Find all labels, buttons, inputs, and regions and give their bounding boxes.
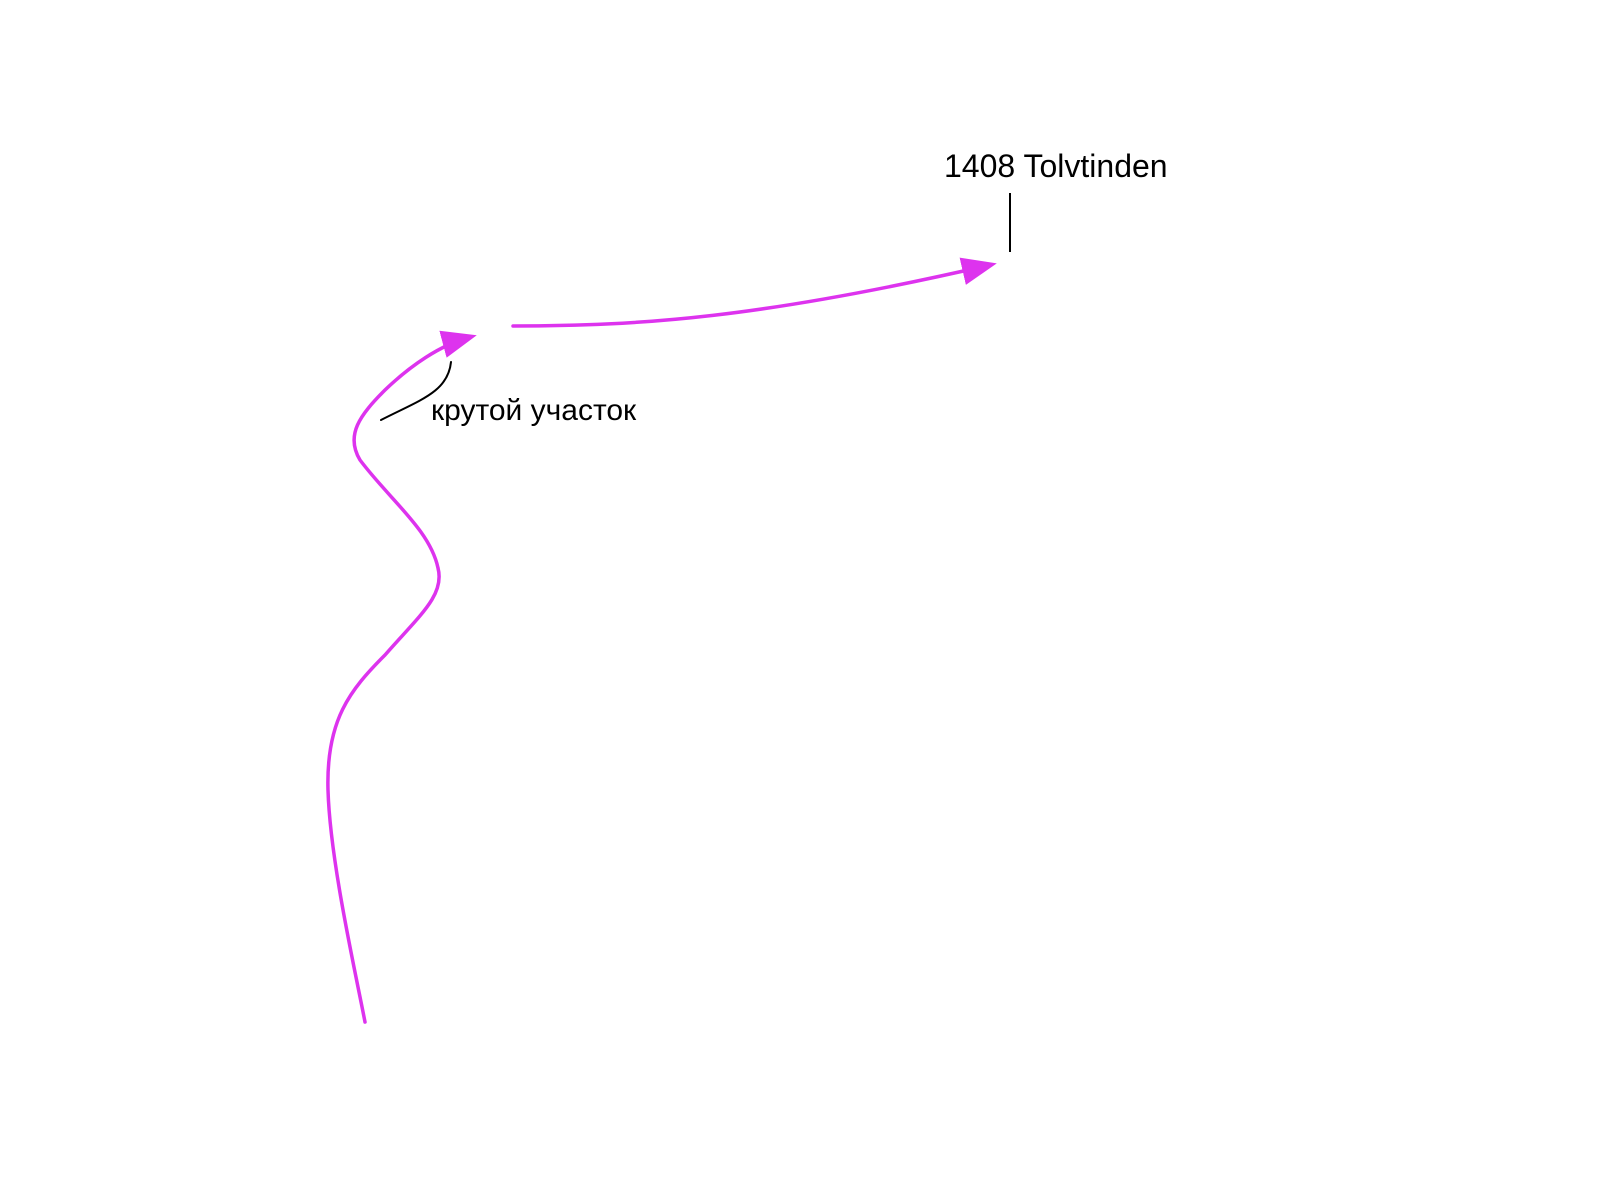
steep-section-leader-line — [380, 361, 452, 421]
summit-label: 1408 Tolvtinden — [944, 148, 1168, 184]
route-segment-lower — [326, 330, 477, 1024]
steep-section-label: крутой участок — [431, 394, 637, 427]
route-segment-upper — [511, 257, 997, 328]
